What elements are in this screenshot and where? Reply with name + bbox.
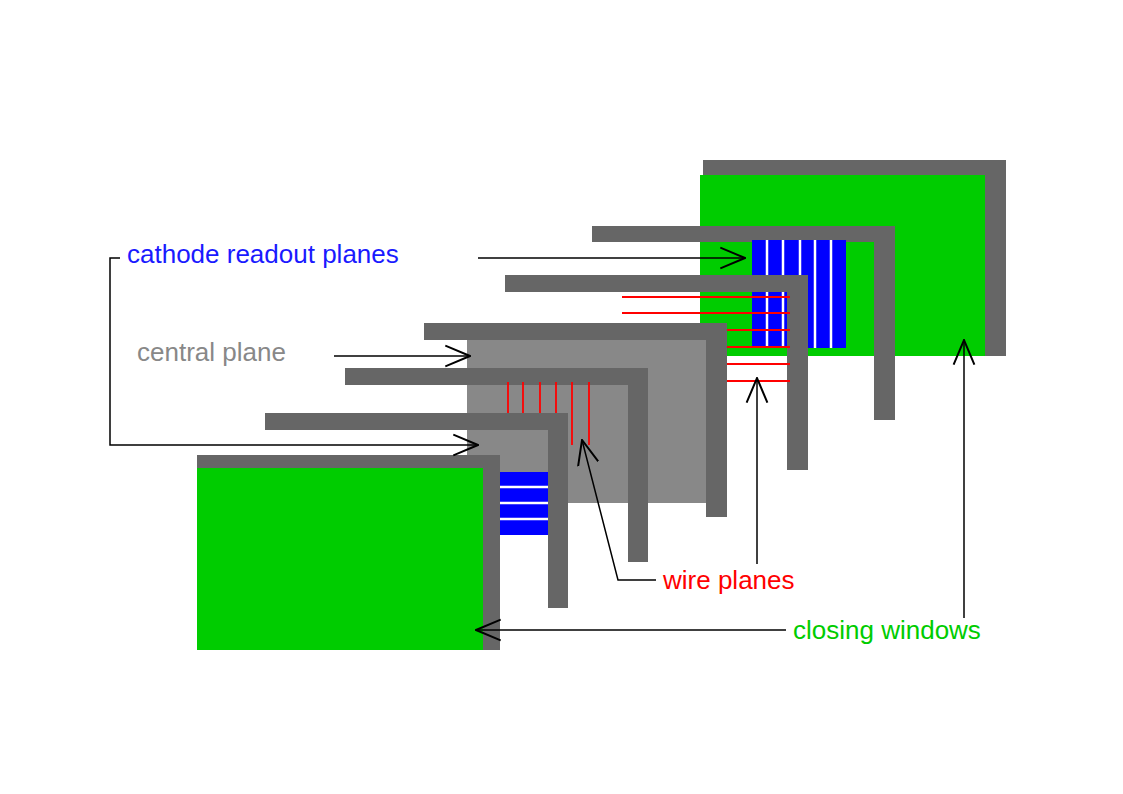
- back-wires: [724, 346, 790, 348]
- back-cathode-frame: [592, 226, 895, 242]
- front-cathode-strips: [500, 472, 548, 535]
- back-wires: [622, 312, 790, 314]
- front-wire-frame: [345, 368, 648, 385]
- front-window-frame: [483, 455, 500, 650]
- front-cathode-frame: [265, 413, 568, 430]
- back-cathode-frame: [874, 226, 895, 420]
- leader-line: [110, 258, 478, 445]
- central-plane-frame: [706, 323, 727, 517]
- front-window-frame: [197, 455, 500, 650]
- back-wire-frame: [787, 275, 808, 470]
- back-window-frame: [703, 160, 1006, 177]
- back-wire-frame: [505, 275, 808, 292]
- callout-label: cathode readout planes: [127, 241, 399, 267]
- front-cathode-strips: [500, 487, 548, 519]
- leader-line: [756, 378, 758, 564]
- front-cathode-frame: [548, 413, 568, 608]
- front-wires: [539, 382, 541, 415]
- front-cathode-strips: [500, 502, 548, 505]
- callout-label: central plane: [137, 339, 286, 365]
- front-cathode-strips: [500, 518, 548, 521]
- front-window-frame: [197, 455, 500, 468]
- back-wires: [622, 296, 790, 298]
- front-cathode-strips: [500, 486, 548, 489]
- front-wires: [555, 382, 557, 415]
- back-window-frame: [985, 160, 1006, 356]
- back-cathode-strips: [814, 240, 817, 348]
- front-wires: [571, 382, 573, 445]
- leader-line: [582, 440, 656, 580]
- front-wires: [522, 382, 524, 415]
- callout-label: closing windows: [793, 617, 981, 643]
- front-wire-frame: [628, 368, 648, 562]
- front-cathode-strips: [500, 472, 548, 535]
- leader-line: [478, 257, 745, 259]
- leader-lines: [110, 258, 964, 630]
- leader-line: [476, 629, 786, 631]
- back-closing-window: [700, 175, 985, 356]
- leader-line: [963, 340, 965, 618]
- callout-label: wire planes: [663, 567, 795, 593]
- back-cathode-strips: [782, 240, 785, 348]
- front-wires: [588, 382, 590, 445]
- leader-line: [334, 355, 470, 357]
- front-closing-window: [197, 468, 483, 650]
- front-wires: [507, 382, 509, 415]
- back-wires: [724, 363, 790, 365]
- back-cathode-strips: [830, 240, 833, 348]
- back-cathode-strips: [766, 240, 769, 348]
- central-plane-frame: [424, 323, 727, 340]
